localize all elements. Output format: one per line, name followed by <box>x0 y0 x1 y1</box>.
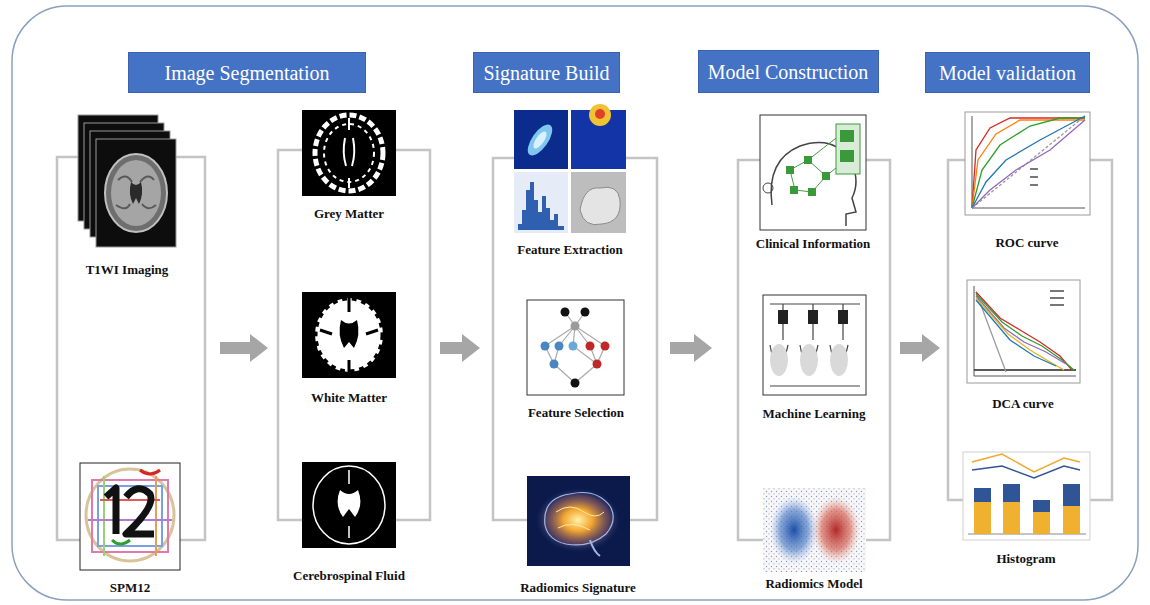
spm12-logo <box>80 463 180 570</box>
radiomics-signature-image <box>527 476 630 566</box>
caption-text: DCA curve <box>992 395 1054 412</box>
caption-text: Radiomics Model <box>765 575 862 592</box>
caption-text: Cerebrospinal Fluid <box>293 567 405 584</box>
histogram-image <box>963 452 1090 540</box>
caption-text: Grey Matter <box>314 205 384 222</box>
feature-extraction-image <box>514 104 626 233</box>
header-text: Model validation <box>939 61 1076 85</box>
machine-learning-image <box>763 295 866 395</box>
image-panel: Feature Selection <box>524 297 629 421</box>
header-text: Model Construction <box>708 60 869 84</box>
header-text: Image Segmentation <box>165 61 330 85</box>
image-panel: ROC curve <box>962 109 1092 251</box>
roc-curve-image <box>965 112 1090 215</box>
caption-text: Radiomics Signature <box>520 579 636 596</box>
image-panel: SPM12 <box>75 460 185 596</box>
image-panel: Histogram <box>961 449 1091 567</box>
caption-text: Machine Learning <box>763 405 866 422</box>
header-text: Signature Build <box>483 61 609 85</box>
header-box: Model Construction <box>698 50 879 93</box>
outer-frame <box>12 6 1138 600</box>
caption-text: T1WI Imaging <box>86 261 169 278</box>
image-panel: Grey Matter <box>299 107 399 222</box>
radiomics-model-image <box>763 488 866 572</box>
header-box: Image Segmentation <box>128 52 366 93</box>
image-panel: Machine Learning <box>759 292 870 422</box>
caption-text: Feature Extraction <box>517 241 623 258</box>
white-matter-image <box>302 292 396 378</box>
image-panel: Radiomics Model <box>759 485 869 592</box>
caption-text: SPM12 <box>110 579 150 596</box>
t1wi-stack <box>78 115 176 247</box>
image-panel: DCA curve <box>963 277 1083 412</box>
dca-curve-image <box>967 280 1080 383</box>
image-panel: T1WI Imaging <box>72 112 182 278</box>
header-box: Signature Build <box>473 52 620 93</box>
caption-text: ROC curve <box>995 234 1058 251</box>
feature-selection-image <box>527 300 624 395</box>
caption-text: Histogram <box>996 550 1055 567</box>
csf-image <box>302 462 396 548</box>
caption-text: Feature Selection <box>528 404 624 421</box>
image-panel: White Matter <box>299 289 399 406</box>
grey-matter-image <box>302 110 396 196</box>
caption-text: White Matter <box>311 389 387 406</box>
image-panel: Cerebrospinal Fluid <box>289 459 409 584</box>
caption-text: Clinical Information <box>756 235 870 252</box>
image-panel: Feature Extraction <box>510 107 630 258</box>
image-panel: Radiomics Signature <box>516 473 640 596</box>
header-box: Model validation <box>925 52 1090 93</box>
clinical-information-image <box>760 115 866 230</box>
image-panel: Clinical Information <box>752 112 875 252</box>
